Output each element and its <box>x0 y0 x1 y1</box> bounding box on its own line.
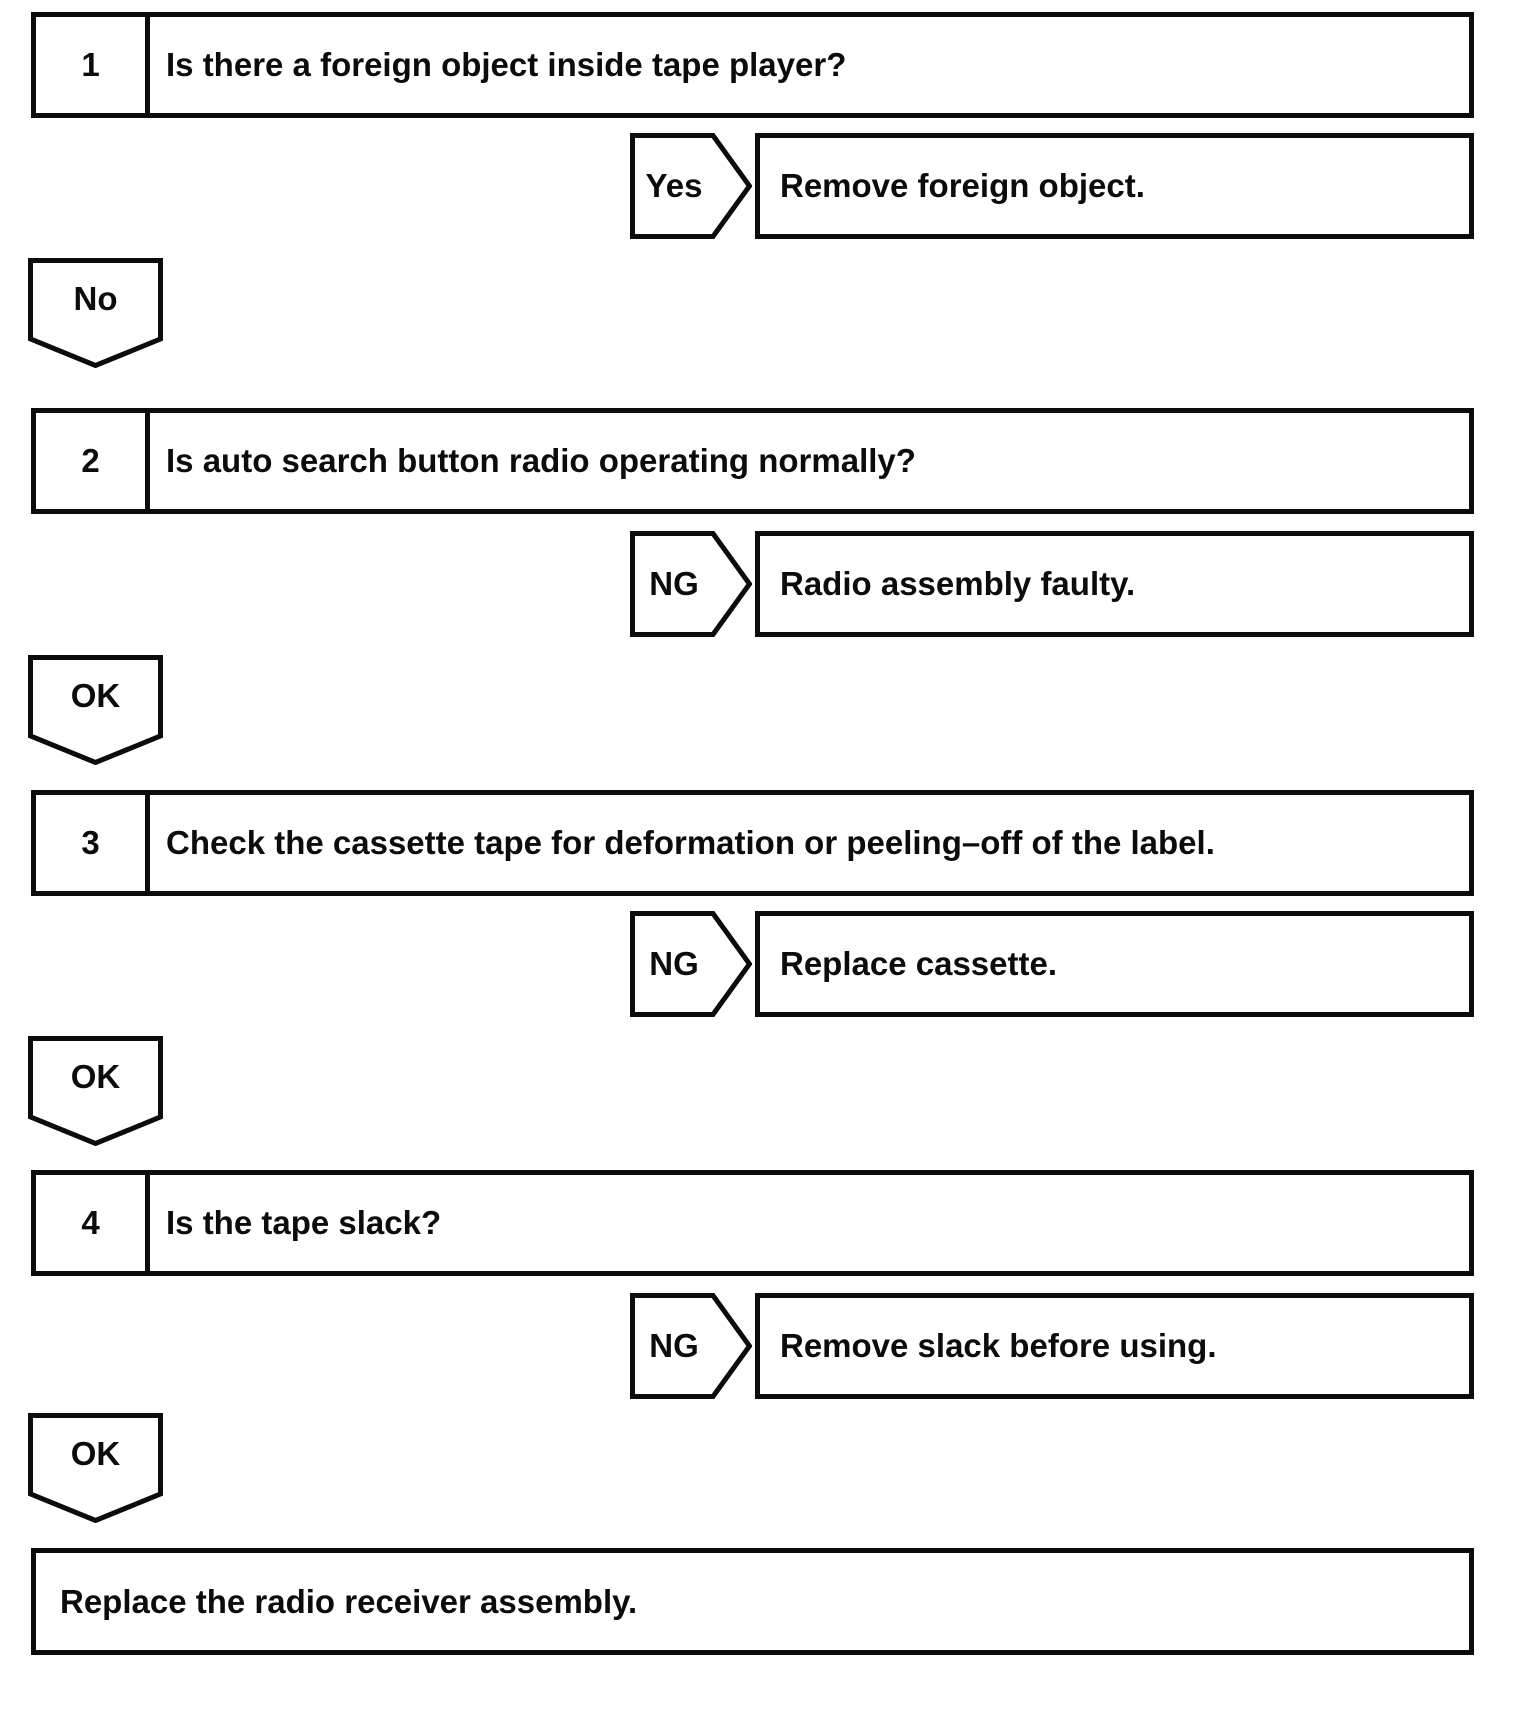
continue-label: OK <box>70 677 121 714</box>
step-1-branch-pentagon: Yes <box>630 133 752 239</box>
step-4-result-box: Remove slack before using. <box>755 1293 1474 1399</box>
down-arrow-pentagon-shape <box>28 258 163 368</box>
question-text: Is there a foreign object inside tape pl… <box>166 46 847 83</box>
step-2-question-box: 2 Is auto search button radio operating … <box>31 408 1474 514</box>
step-1-question-box: 1 Is there a foreign object inside tape … <box>31 12 1474 118</box>
continue-label: OK <box>70 1435 121 1472</box>
final-action-box: Replace the radio receiver assembly. <box>31 1548 1474 1655</box>
branch-label: NG <box>649 565 699 602</box>
step-3-question-box: 3 Check the cassette tape for deformatio… <box>31 790 1474 896</box>
continue-label: OK <box>70 1058 121 1095</box>
continue-label: No <box>73 280 118 317</box>
step-1-result-box: Remove foreign object. <box>755 133 1474 239</box>
final-action-text: Replace the radio receiver assembly. <box>60 1582 638 1620</box>
branch-label: NG <box>649 1327 699 1364</box>
result-text: Replace cassette. <box>780 945 1058 982</box>
down-arrow-pentagon-shape <box>28 655 163 765</box>
step-4-branch-pentagon: NG <box>630 1293 752 1399</box>
result-text: Remove slack before using. <box>780 1327 1217 1364</box>
step-2-continue-pentagon: OK <box>28 655 163 765</box>
step-number: 4 <box>36 1175 150 1271</box>
down-arrow-pentagon-shape <box>28 1036 163 1146</box>
question-text: Is the tape slack? <box>166 1204 442 1241</box>
step-3-branch-pentagon: NG <box>630 911 752 1017</box>
right-arrow-pentagon-shape <box>630 911 752 1017</box>
down-arrow-pentagon-shape <box>28 1413 163 1523</box>
question-text: Is auto search button radio operating no… <box>166 442 916 479</box>
question-text: Check the cassette tape for deformation … <box>166 824 1215 861</box>
step-2-result-box: Radio assembly faulty. <box>755 531 1474 637</box>
result-text: Remove foreign object. <box>780 167 1145 204</box>
result-text: Radio assembly faulty. <box>780 565 1136 602</box>
step-1-continue-pentagon: No <box>28 258 163 368</box>
step-number: 1 <box>36 17 150 113</box>
right-arrow-pentagon-shape <box>630 531 752 637</box>
right-arrow-pentagon-shape <box>630 1293 752 1399</box>
step-3-continue-pentagon: OK <box>28 1036 163 1146</box>
right-arrow-pentagon-shape <box>630 133 752 239</box>
step-number: 2 <box>36 413 150 509</box>
step-2-branch-pentagon: NG <box>630 531 752 637</box>
branch-label: Yes <box>645 167 703 204</box>
step-3-result-box: Replace cassette. <box>755 911 1474 1017</box>
step-4-continue-pentagon: OK <box>28 1413 163 1523</box>
branch-label: NG <box>649 945 699 982</box>
step-number: 3 <box>36 795 150 891</box>
step-4-question-box: 4 Is the tape slack? <box>31 1170 1474 1276</box>
